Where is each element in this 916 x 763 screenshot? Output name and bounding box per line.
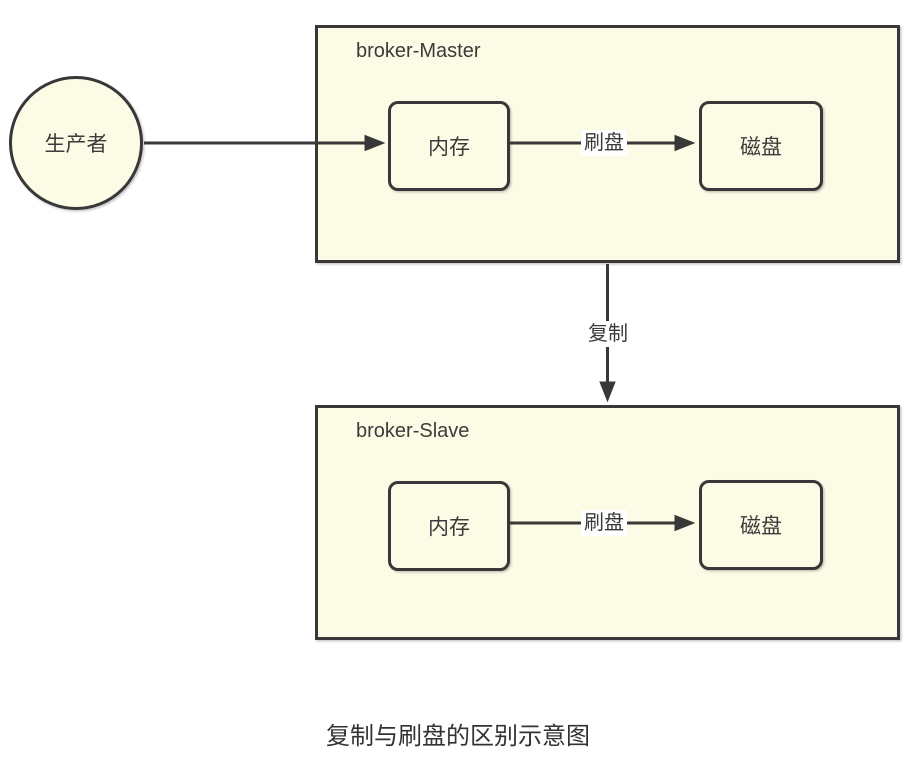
slave-memory-label: 内存 [428, 516, 470, 539]
replicate-label: 复制 [585, 321, 631, 347]
master-disk-node: 磁盘 [699, 101, 823, 191]
slave-disk-label: 磁盘 [740, 515, 782, 538]
producer-label: 生产者 [44, 133, 108, 156]
master-disk-label: 磁盘 [740, 136, 782, 159]
master-memory-node: 内存 [388, 101, 510, 191]
master-memory-label: 内存 [428, 136, 470, 159]
slave-flush-label: 刷盘 [581, 510, 627, 536]
master-flush-label: 刷盘 [581, 130, 627, 156]
broker-master-title: broker-Master [356, 40, 481, 62]
broker-slave-title: broker-Slave [356, 420, 470, 442]
slave-memory-node: 内存 [388, 481, 510, 571]
replicate-arrowhead [599, 381, 616, 403]
producer-node: 生产者 [9, 76, 143, 210]
broker-master-group: broker-Master 内存 磁盘 [315, 25, 900, 263]
slave-disk-node: 磁盘 [699, 480, 823, 570]
diagram-caption: 复制与刷盘的区别示意图 [326, 723, 590, 750]
